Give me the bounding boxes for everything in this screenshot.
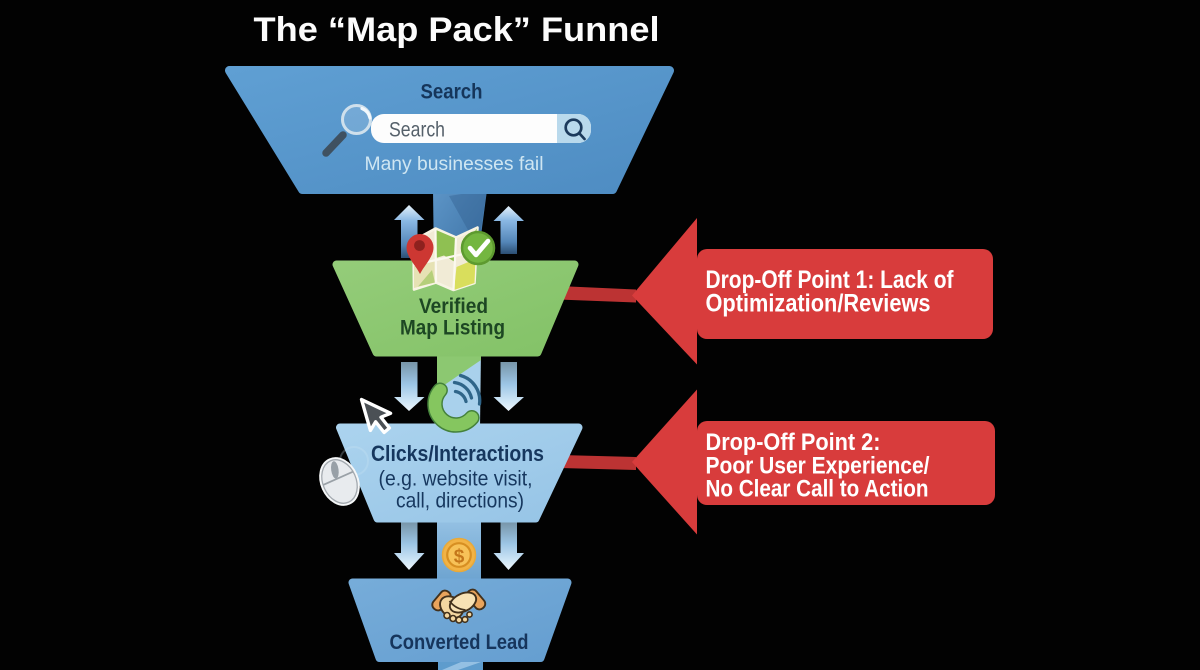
svg-text:$: $ xyxy=(454,547,465,568)
svg-text:(e.g. website visit,: (e.g. website visit, xyxy=(379,468,533,491)
svg-text:Map Listing: Map Listing xyxy=(400,317,505,340)
svg-text:Clicks/Interactions: Clicks/Interactions xyxy=(371,441,544,466)
svg-text:call, directions): call, directions) xyxy=(396,490,524,513)
svg-text:Search: Search xyxy=(389,118,445,142)
svg-text:Drop-Off Point 1: Lack of: Drop-Off Point 1: Lack of xyxy=(706,266,955,294)
svg-text:Poor User Experience/: Poor User Experience/ xyxy=(706,453,930,480)
svg-text:Converted Lead: Converted Lead xyxy=(390,630,529,654)
svg-text:Optimization/Reviews: Optimization/Reviews xyxy=(706,290,931,318)
svg-text:No Clear Call to Action: No Clear Call to Action xyxy=(706,476,929,503)
svg-text:The “Map Pack” Funnel: The “Map Pack” Funnel xyxy=(254,11,660,49)
svg-text:Verified: Verified xyxy=(419,295,488,318)
svg-text:Many businesses fail: Many businesses fail xyxy=(365,153,544,175)
svg-text:Search: Search xyxy=(421,81,483,104)
svg-text:Drop-Off Point 2:: Drop-Off Point 2: xyxy=(706,429,881,456)
